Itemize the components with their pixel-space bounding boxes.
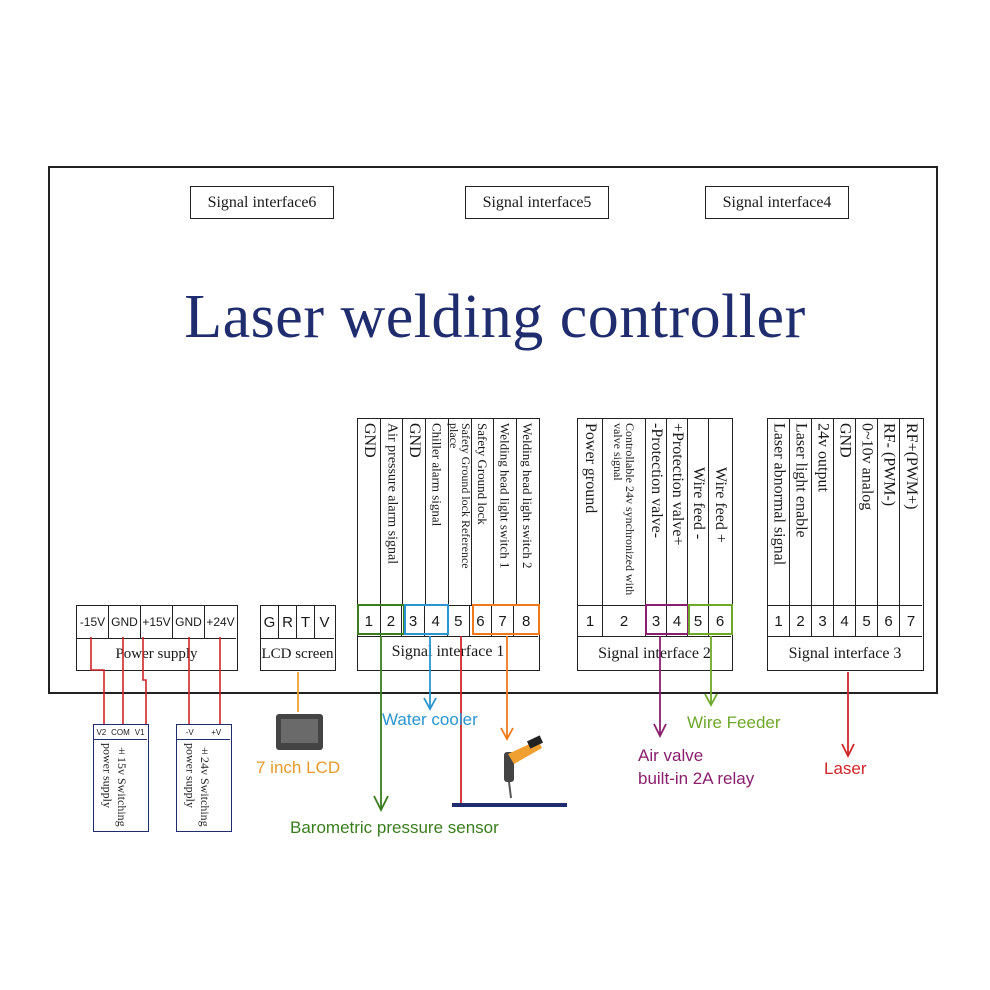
- sig1-pin: 3: [402, 606, 425, 636]
- psu24-terminal: +V: [211, 727, 222, 737]
- sig1-col-label: Safety Ground lock: [475, 423, 490, 525]
- pins-3-4-highlight: [404, 604, 449, 635]
- sig2-pin: 1: [578, 606, 603, 636]
- psu-15v-box: V2 COM V1 ±15v Switching power supply: [93, 724, 149, 832]
- psu15-terminal: V1: [134, 727, 145, 737]
- sig1-pin: 5: [448, 606, 471, 636]
- signal-interface-3-label: Signal interface 3: [788, 645, 902, 662]
- sig3-col-label: GND: [836, 423, 854, 458]
- sig3-pin: 1: [768, 606, 790, 636]
- sig2-col-label: Controllable 24v synchronized with valve…: [611, 423, 637, 596]
- power-supply-label: Power supply: [115, 646, 198, 662]
- psu15-terminal: V2: [96, 727, 107, 737]
- power-pin: -15V: [77, 606, 109, 638]
- sig2-col-label: +Protection valve+: [669, 423, 686, 546]
- lcd-pin: G: [261, 606, 279, 638]
- lcd-pin: V: [319, 613, 330, 631]
- lcd-screen-block: G R T V LCD screen: [260, 605, 336, 671]
- sig1-pin: 7: [492, 606, 515, 636]
- sig1-pin: 8: [522, 612, 531, 630]
- sig2-col-label: -Protection valve-: [648, 423, 665, 539]
- barometric-arrowhead: [373, 795, 389, 813]
- sig1-col-label: GND: [361, 423, 378, 458]
- barometric-label: Barometric pressure sensor: [290, 818, 499, 837]
- psu24-terminal: -V: [185, 727, 194, 737]
- signal-interface-2-block: Power ground Controllable 24v synchroniz…: [577, 418, 733, 671]
- sig1-col-label: Air pressure alarm signal: [384, 423, 400, 565]
- sig1-col-label: Chiller alarm signal: [429, 423, 445, 527]
- air-valve-label-2: built-in 2A relay: [638, 769, 755, 788]
- signal-interface-3-block: Laser abnormal signal Laser light enable…: [767, 418, 924, 671]
- sig3-pin: 4: [834, 606, 856, 636]
- sig1-col-label: GND: [406, 423, 423, 458]
- sig3-pin: 5: [856, 606, 878, 636]
- power-pin: GND: [173, 606, 205, 638]
- sig3-col-label: 24v output: [814, 423, 832, 492]
- power-pin: +15V: [141, 606, 173, 638]
- sig3-col-label: RF- (PWM-): [880, 423, 898, 507]
- signal-interface-6-tag: Signal interface6: [190, 186, 334, 219]
- sig3-pin: 2: [790, 606, 812, 636]
- wire-feed-pins-highlight: [688, 604, 733, 635]
- sig3-pin: 7: [906, 612, 916, 630]
- signal-interface-5-tag: Signal interface5: [465, 186, 609, 219]
- psu15-terminal: COM: [111, 727, 130, 737]
- lcd-screen-label: LCD screen: [261, 646, 334, 662]
- signal-interface-1-label: Signal interface 1: [391, 643, 505, 660]
- sig3-col-label: RF+(PWM+): [903, 423, 920, 510]
- controller-title: Laser welding controller: [184, 283, 806, 351]
- lcd-device-icon: [276, 714, 323, 750]
- sig3-pin: 6: [878, 606, 900, 636]
- sig2-col-label: Wire feed +: [712, 467, 729, 543]
- wire-feeder-arrowhead: [704, 693, 718, 707]
- signal-interface-4-tag: Signal interface4: [705, 186, 849, 219]
- psu-24v-box: -V +V ±24v Switching power supply: [176, 724, 232, 832]
- welding-gun-icon: [504, 735, 544, 799]
- power-pin: GND: [109, 606, 141, 638]
- signal-interface-2-label: Signal interface 2: [598, 645, 711, 662]
- lcd-pin: T: [297, 606, 315, 638]
- sig2-pin: 3: [646, 606, 667, 636]
- wire-feeder-label: Wire Feeder: [687, 713, 781, 732]
- sig1-pin: 6: [470, 606, 492, 636]
- air-valve-arrowhead: [653, 723, 667, 739]
- power-wires: [90, 637, 221, 724]
- laser-arrowhead: [841, 743, 855, 759]
- sig3-pin: 3: [812, 606, 834, 636]
- pins-6-8-highlight: [472, 604, 540, 635]
- welding-head-arrowhead: [500, 727, 514, 741]
- sig2-pin: 5: [688, 606, 709, 636]
- sig1-col-label: Welding head light switch 1: [497, 423, 513, 569]
- sig2-pin: 6: [715, 612, 725, 630]
- sig1-col-label: Safety Ground lock Reference place: [447, 423, 473, 569]
- psu15-text: ±15v Switching power supply: [100, 743, 129, 827]
- sig1-pin: 1: [358, 606, 381, 636]
- sig2-col-label: Wire feed -: [690, 467, 707, 540]
- sig2-col-label: Power ground: [582, 423, 599, 514]
- sig3-col-label: 0~10v analog: [858, 423, 876, 511]
- water-cooler-arrowhead: [423, 697, 437, 711]
- laser-label: Laser: [824, 759, 867, 778]
- sig3-col-label: Laser abnormal signal: [770, 423, 788, 566]
- sig1-pin: 2: [381, 606, 403, 636]
- sig1-col-label: Welding head light switch 2: [520, 423, 535, 569]
- water-cooler-label: Water cooler: [382, 710, 478, 729]
- power-supply-block: -15V GND +15V GND +24V Power supply: [76, 605, 238, 671]
- lcd7-label: 7 inch LCD: [256, 758, 341, 777]
- sig3-col-label: Laser light enable: [792, 423, 810, 538]
- power-pin: +24V: [206, 615, 235, 629]
- psu24-text: ±24v Switching power supply: [183, 743, 212, 827]
- lcd-pin: R: [279, 606, 297, 638]
- air-valve-label-1: Air valve: [638, 746, 704, 765]
